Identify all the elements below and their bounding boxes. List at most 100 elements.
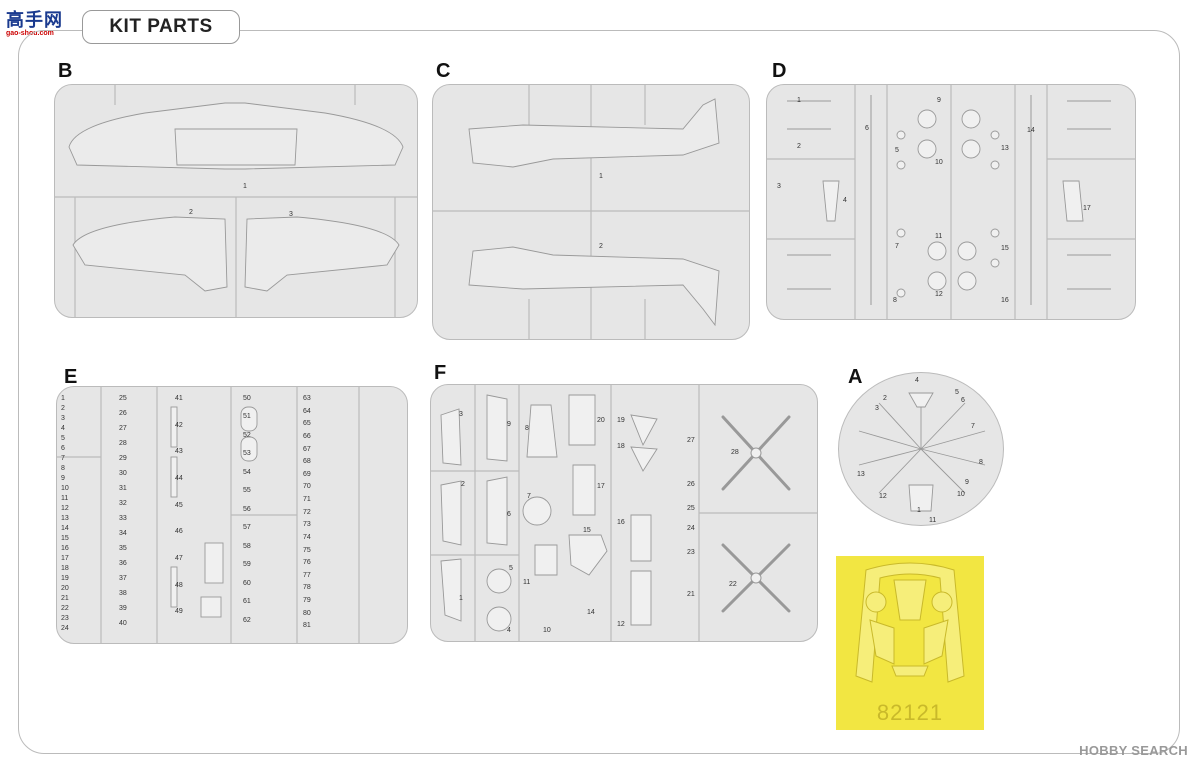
sprue-d-part-7: 7 (895, 243, 899, 250)
sprue-f-part-18: 18 (617, 443, 625, 450)
sprue-e-part-77: 77 (303, 571, 311, 579)
sprue-e-part-41: 41 (175, 395, 183, 402)
sprue-d-part-16: 16 (1001, 297, 1009, 304)
sprue-d-part-12: 12 (935, 291, 943, 298)
sprue-d-part-4: 4 (843, 197, 847, 204)
sprue-e-part-47: 47 (175, 555, 183, 562)
sprue-f-part-8: 8 (525, 425, 529, 432)
sprue-f-letter: F (434, 362, 447, 384)
sprue-e-part-11: 11 (61, 495, 69, 502)
sprue-e-part-32: 32 (119, 500, 127, 507)
sprue-f-part-14: 14 (587, 609, 595, 616)
sprue-d-part-3: 3 (777, 183, 781, 190)
sprue-e-part-53: 53 (243, 450, 251, 458)
sprue-e-part-26: 26 (119, 410, 127, 417)
sprue-b-drawing (55, 85, 417, 317)
sprue-e-part-7: 7 (61, 455, 65, 462)
sprue-f-part-15: 15 (583, 527, 591, 534)
sprue-f-part-26: 26 (687, 481, 695, 488)
sprue-e-part-24: 24 (61, 625, 69, 632)
sprue-f-part-1: 1 (459, 595, 463, 602)
sprue-c-part-2: 2 (599, 243, 603, 250)
mask-code: 82121 (876, 700, 944, 725)
sprue-e-part-79: 79 (303, 597, 311, 605)
mask-shapes (855, 562, 965, 683)
sprue-e-part-67: 67 (303, 445, 311, 453)
sprue-e-part-19: 19 (61, 575, 69, 582)
sprue-f-panel: 1 2 3 4 5 6 7 8 9 10 11 12 14 15 16 17 1… (430, 384, 818, 642)
sprue-e-part-42: 42 (175, 421, 183, 429)
sprue-f-part-7: 7 (527, 493, 531, 500)
sprue-e-part-4: 4 (61, 425, 65, 432)
sprue-e-part-29: 29 (119, 455, 127, 462)
sprue-a-part-11: 11 (929, 517, 937, 524)
sprue-d-part-9: 9 (937, 97, 941, 104)
sprue-e-part-33: 33 (119, 515, 127, 522)
sprue-c-part-1: 1 (599, 173, 603, 180)
sprue-e-letter: E (64, 366, 78, 388)
sprue-e-part-44: 44 (175, 475, 183, 482)
hobby-search-logo: HOBBY SEARCH (1079, 743, 1188, 758)
sprue-f-part-17: 17 (597, 483, 605, 490)
sprue-e-part-73: 73 (303, 521, 311, 529)
sprue-e-part-35: 35 (119, 545, 127, 552)
sprue-f-part-11: 11 (523, 579, 531, 586)
sprue-f-part-25: 25 (687, 505, 695, 512)
sprue-e-part-56: 56 (243, 505, 251, 513)
sprue-b-letter: B (58, 60, 73, 82)
sprue-e-part-52: 52 (243, 431, 251, 439)
sprue-d-part-1: 1 (797, 97, 801, 104)
sprue-e-drawing (57, 387, 360, 643)
sprue-e-part-6: 6 (61, 445, 65, 452)
sprue-a-part-13: 13 (857, 471, 865, 478)
page-title: KIT PARTS (82, 10, 240, 44)
sprue-e-part-3: 3 (61, 415, 65, 422)
sprue-e-part-21: 21 (61, 595, 69, 602)
sprue-e-part-27: 27 (119, 425, 127, 432)
sprue-f-part-22: 22 (729, 581, 737, 588)
sprue-a-part-4: 4 (915, 377, 919, 384)
sprue-e-part-43: 43 (175, 448, 183, 456)
sprue-a-part-7: 7 (971, 423, 975, 430)
sprue-b-panel: 1 2 3 (54, 84, 418, 318)
sprue-e-part-15: 15 (61, 535, 69, 542)
sprue-a-part-2: 2 (883, 395, 887, 402)
sprue-e-part-22: 22 (61, 605, 69, 612)
sprue-d-part-13: 13 (1001, 145, 1009, 152)
sprue-f-part-12: 12 (617, 621, 625, 628)
sprue-e-part-69: 69 (303, 470, 311, 478)
sprue-e-part-78: 78 (303, 584, 311, 592)
sprue-e-part-63: 63 (303, 395, 311, 402)
sprue-e-part-37: 37 (119, 575, 127, 582)
sprue-b-part-1: 1 (243, 183, 247, 190)
sprue-e-part-81: 81 (303, 622, 311, 630)
sprue-e-part-74: 74 (303, 533, 311, 541)
sprue-e-part-49: 49 (175, 608, 183, 616)
sprue-e-part-54: 54 (243, 468, 251, 476)
sprue-e-part-66: 66 (303, 432, 311, 440)
sprue-d-part-11: 11 (935, 233, 943, 240)
sprue-e-part-60: 60 (243, 579, 251, 587)
sprue-f-part-20: 20 (597, 417, 605, 424)
sprue-f-part-27: 27 (687, 437, 695, 444)
sprue-c-drawing (433, 85, 749, 339)
sprue-f-part-4: 4 (507, 627, 511, 634)
sprue-f-drawing (431, 385, 817, 641)
sprue-e-part-36: 36 (119, 560, 127, 567)
sprue-f-part-6: 6 (507, 511, 511, 518)
sprue-e-part-23: 23 (61, 615, 69, 622)
sprue-e-part-30: 30 (119, 470, 127, 477)
sprue-e-part-80: 80 (303, 609, 311, 617)
sprue-d-part-17: 17 (1083, 205, 1091, 212)
sprue-e-part-40: 40 (119, 620, 127, 627)
sprue-e-part-59: 59 (243, 561, 251, 569)
sprue-e-part-34: 34 (119, 530, 127, 537)
sprue-d-part-8: 8 (893, 297, 897, 304)
sprue-e-part-14: 14 (61, 525, 69, 532)
sprue-e-part-57: 57 (243, 524, 251, 532)
sprue-e-part-9: 9 (61, 475, 65, 482)
sprue-e-part-45: 45 (175, 501, 183, 509)
sprue-e-part-5: 5 (61, 435, 65, 442)
sprue-f-part-5: 5 (509, 565, 513, 572)
